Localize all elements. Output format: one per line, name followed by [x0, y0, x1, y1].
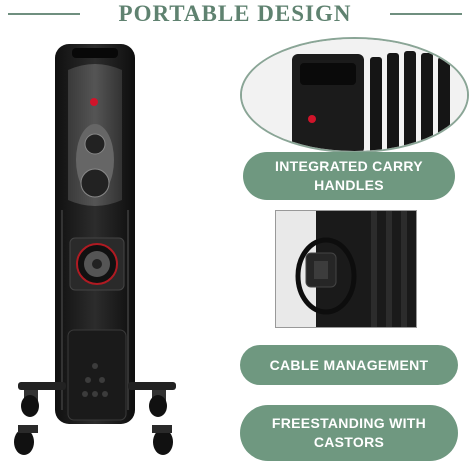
carry-handle-detail-image — [240, 37, 469, 153]
feature-cable-management: CABLE MANAGEMENT — [240, 345, 458, 385]
title-rule-right — [390, 13, 462, 15]
feature-label-line2: HANDLES — [314, 177, 384, 193]
title-rule-left — [8, 13, 80, 15]
cable-management-detail-image — [275, 210, 417, 328]
feature-label-line1: INTEGRATED CARRY — [275, 158, 423, 174]
feature-label-line2: CASTORS — [313, 434, 385, 450]
feature-label-line1: CABLE MANAGEMENT — [269, 356, 429, 373]
feature-label-line1: FREESTANDING WITH — [271, 415, 427, 431]
heater-product-image — [10, 40, 200, 465]
feature-castors: FREESTANDING WITH CASTORS — [240, 405, 458, 461]
page-title: PORTABLE DESIGN — [118, 1, 352, 26]
feature-carry-handles: INTEGRATED CARRY HANDLES — [243, 152, 455, 200]
